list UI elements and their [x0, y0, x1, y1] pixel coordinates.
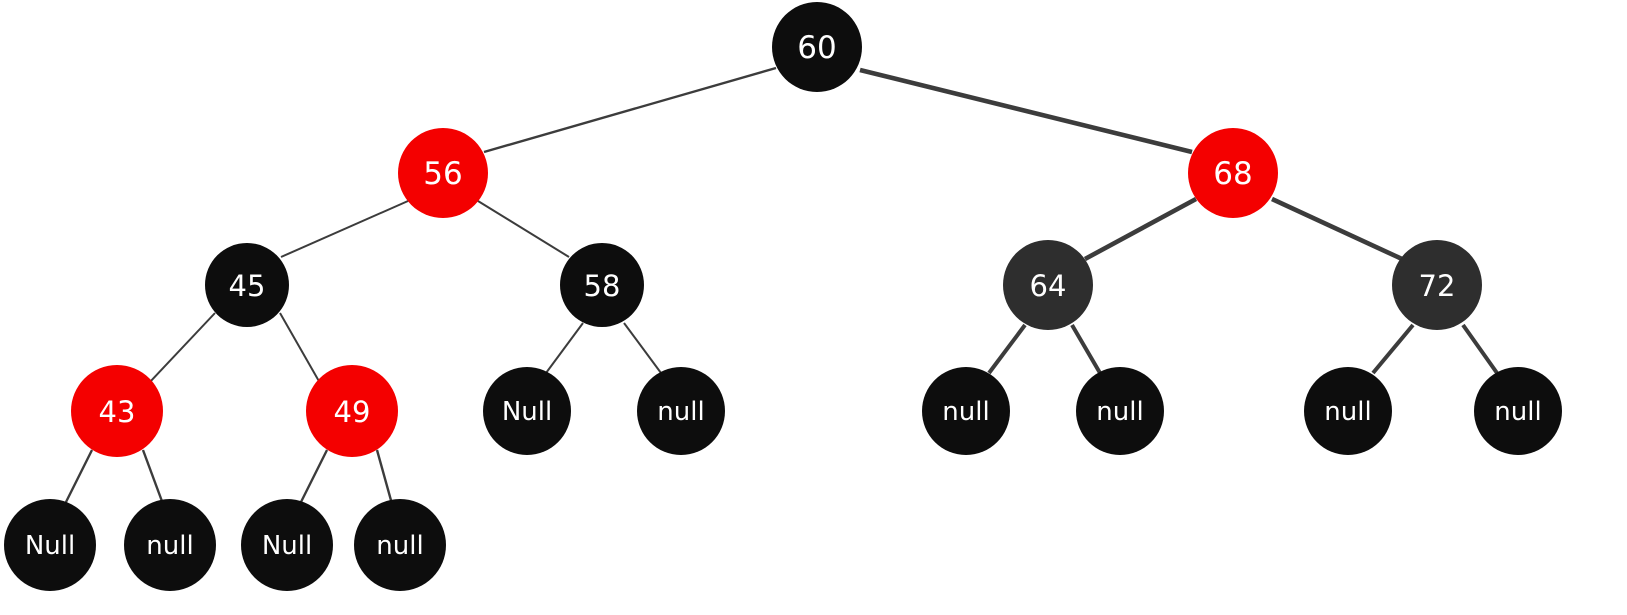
node-circle-n60 — [772, 2, 862, 92]
node-circle-n56 — [398, 128, 488, 218]
node-circle-n64 — [1003, 240, 1093, 330]
tree-edge-n64-l64a — [987, 323, 1027, 375]
tree-edge-n56-n58 — [477, 200, 570, 258]
tree-node-null-l64b[interactable]: null — [1076, 367, 1164, 455]
tree-node-60-n60[interactable]: 60 — [772, 2, 862, 92]
tree-edge-n56-n45 — [280, 200, 409, 258]
tree-node-43-n43[interactable]: 43 — [71, 365, 163, 457]
node-circle-n45 — [205, 243, 289, 327]
node-circle-l43a — [4, 499, 96, 591]
tree-edge-n58-l58b — [623, 322, 662, 374]
node-circle-n43 — [71, 365, 163, 457]
node-circle-n68 — [1188, 128, 1278, 218]
node-circle-l64a — [922, 367, 1010, 455]
tree-node-null-l43b[interactable]: null — [124, 499, 216, 591]
tree-edge-n58-l58a — [545, 322, 584, 374]
edge-layer — [63, 66, 1499, 505]
node-circle-l72a — [1304, 367, 1392, 455]
tree-node-null-l49a[interactable]: Null — [241, 499, 333, 591]
node-circle-n72 — [1392, 240, 1482, 330]
tree-node-null-l64a[interactable]: null — [922, 367, 1010, 455]
tree-node-null-l72a[interactable]: null — [1304, 367, 1392, 455]
tree-edge-n45-n49 — [279, 312, 321, 384]
node-circle-l49b — [354, 499, 446, 591]
tree-node-72-n72[interactable]: 72 — [1392, 240, 1482, 330]
tree-node-58-n58[interactable]: 58 — [560, 243, 644, 327]
node-circle-n49 — [306, 365, 398, 457]
tree-node-68-n68[interactable]: 68 — [1188, 128, 1278, 218]
node-circle-l72b — [1474, 367, 1562, 455]
tree-node-64-n64[interactable]: 64 — [1003, 240, 1093, 330]
tree-node-null-l49b[interactable]: null — [354, 499, 446, 591]
tree-node-null-l43a[interactable]: Null — [4, 499, 96, 591]
tree-node-45-n45[interactable]: 45 — [205, 243, 289, 327]
tree-edge-n72-l72b — [1461, 323, 1499, 375]
tree-node-null-l58b[interactable]: null — [637, 367, 725, 455]
node-circle-l58a — [483, 367, 571, 455]
node-circle-n58 — [560, 243, 644, 327]
tree-node-56-n56[interactable]: 56 — [398, 128, 488, 218]
node-circle-l64b — [1076, 367, 1164, 455]
tree-edge-n43-l43b — [141, 449, 165, 505]
node-circle-l43b — [124, 499, 216, 591]
node-circle-l58b — [637, 367, 725, 455]
tree-node-null-l58a[interactable]: Null — [483, 367, 571, 455]
tree-edge-n68-n72 — [1271, 196, 1403, 262]
tree-edge-n68-n64 — [1083, 196, 1198, 262]
tree-node-49-n49[interactable]: 49 — [306, 365, 398, 457]
tree-edge-n64-l64b — [1070, 323, 1102, 375]
tree-edge-n60-n68 — [859, 67, 1193, 155]
tree-edge-n60-n56 — [483, 66, 777, 154]
tree-edge-n49-l49b — [375, 449, 394, 505]
tree-edge-n43-l43a — [63, 449, 94, 505]
tree-edge-n72-l72a — [1371, 323, 1415, 375]
tree-node-null-l72b[interactable]: null — [1474, 367, 1562, 455]
tree-edge-n49-l49a — [298, 449, 329, 505]
node-circle-l49a — [241, 499, 333, 591]
tree-edge-n45-n43 — [148, 312, 216, 384]
